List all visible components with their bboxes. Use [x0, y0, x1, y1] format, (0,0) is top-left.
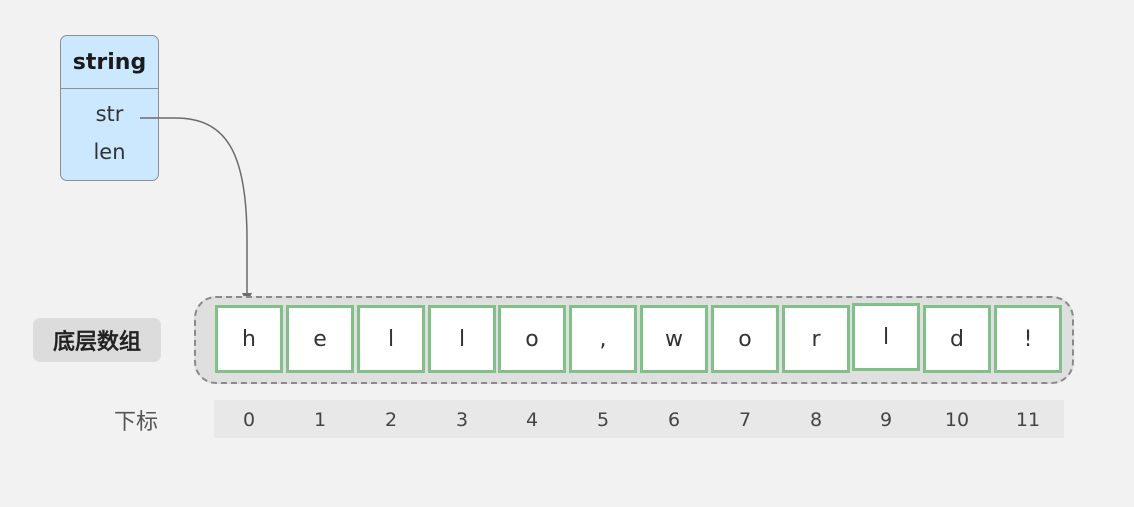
index-value: 5 [596, 409, 610, 431]
index-value: 10 [944, 409, 970, 431]
index-value: 7 [738, 409, 752, 431]
struct-field-len: len [93, 140, 126, 164]
index-value: 4 [525, 409, 539, 431]
array-cell: , [569, 305, 637, 373]
index-value: 0 [242, 409, 256, 431]
struct-title: string [61, 36, 158, 89]
array-cell: ! [994, 305, 1062, 373]
index-value: 8 [809, 409, 823, 431]
struct-field-str: str [95, 102, 124, 126]
index-value: 3 [455, 409, 469, 431]
index-value: 6 [667, 409, 681, 431]
array-cell: w [640, 305, 708, 373]
string-struct-box: string str len [60, 35, 159, 181]
array-cell: o [498, 305, 566, 373]
array-cell: e [286, 305, 354, 373]
array-cell: o [711, 305, 779, 373]
array-cell: l [852, 303, 920, 371]
array-cell: l [357, 305, 425, 373]
index-value: 1 [313, 409, 327, 431]
index-value: 11 [1015, 409, 1041, 431]
underlying-array-label: 底层数组 [33, 318, 161, 362]
index-label: 下标 [113, 410, 158, 435]
array-cell: d [923, 305, 991, 373]
index-strip [214, 400, 1064, 438]
index-value: 2 [384, 409, 398, 431]
array-cell: h [215, 305, 283, 373]
array-cell: l [428, 305, 496, 373]
array-cell: r [782, 305, 850, 373]
index-value: 9 [879, 409, 893, 431]
